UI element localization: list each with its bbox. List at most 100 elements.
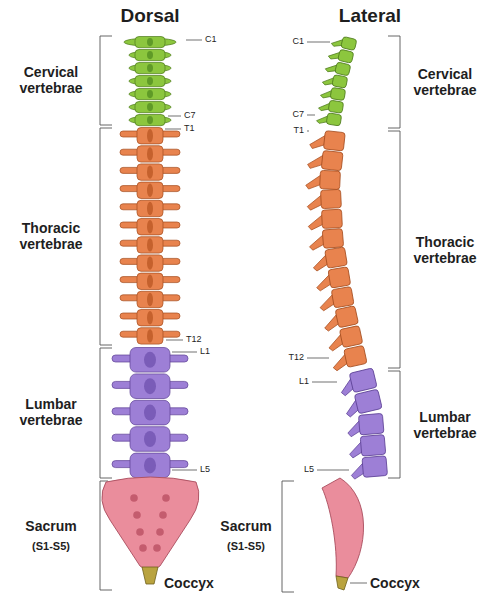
- vertebral-body: [137, 200, 163, 216]
- leader-line: [350, 583, 367, 584]
- region-bracket: [388, 36, 400, 128]
- segment-range: (S1-S5): [6, 540, 96, 552]
- region-bracket: [388, 371, 400, 478]
- vertebral-body: [135, 115, 165, 126]
- vertebral-body: [360, 435, 386, 457]
- spinous-process: [144, 405, 156, 421]
- sacrum-bone: [322, 478, 364, 578]
- spinous-process: [144, 431, 156, 447]
- spinous-process: [147, 147, 153, 160]
- vertebral-body: [341, 36, 357, 50]
- sacrum-bone: [102, 477, 199, 570]
- region-label: Thoracic vertebrae: [6, 220, 96, 252]
- vertebral-body: [358, 413, 384, 435]
- vertebral-body: [338, 49, 354, 63]
- leader-group: [165, 40, 367, 583]
- sacral-foramen: [162, 494, 170, 502]
- sacral-foramen: [153, 544, 161, 552]
- vertebra: [112, 374, 188, 399]
- vertebra: [120, 200, 180, 216]
- leader-line: [317, 470, 349, 471]
- vertebral-body: [137, 291, 163, 307]
- bracket-group: [100, 36, 400, 592]
- vertebral-body: [137, 310, 163, 326]
- vertebral-body: [325, 247, 348, 268]
- lateral-spine: [306, 34, 388, 590]
- spinous-process: [147, 311, 153, 324]
- vertebral-body: [323, 131, 345, 151]
- region-bracket: [388, 131, 400, 368]
- spinous-process: [147, 90, 153, 98]
- vertebral-body: [321, 150, 343, 170]
- vertebra: [309, 129, 345, 152]
- spinous-process: [147, 184, 153, 197]
- sacral-foramen: [139, 544, 147, 552]
- vertebra: [120, 273, 180, 289]
- vertebra-tick: L1: [200, 347, 224, 357]
- region-label: Lumbar vertebrae: [6, 396, 96, 428]
- spinous-process: [147, 77, 153, 85]
- vertebra-tick: T1: [184, 124, 208, 134]
- vertebra-tick: L5: [200, 465, 224, 475]
- vertebra: [350, 456, 388, 480]
- vertebra: [120, 164, 180, 180]
- vertebra: [129, 115, 171, 126]
- vertebra: [330, 345, 367, 371]
- coccyx-bone: [142, 567, 158, 584]
- leader-line: [307, 358, 329, 359]
- vertebral-body: [362, 456, 388, 478]
- vertebral-body: [137, 164, 163, 180]
- vertebra: [129, 63, 171, 74]
- vertebra: [343, 389, 383, 418]
- region-label: Cervical vertebrae: [6, 64, 96, 96]
- spinous-process: [147, 256, 153, 269]
- sacral-foramen: [130, 494, 138, 502]
- vertebral-body: [326, 113, 342, 126]
- spinous-process: [147, 238, 153, 251]
- vertebra-tick: C7: [280, 110, 304, 120]
- vertebra: [308, 209, 343, 230]
- vertebral-body: [130, 348, 170, 373]
- region-label: Thoracic vertebrae: [404, 234, 486, 266]
- vertebral-body: [130, 427, 170, 452]
- vertebral-body: [328, 100, 344, 113]
- spinous-process: [144, 378, 156, 394]
- vertebra: [120, 182, 180, 198]
- vertebral-body: [335, 62, 351, 76]
- vertebra: [306, 170, 341, 191]
- vertebral-body: [322, 228, 343, 248]
- spinous-process: [147, 275, 153, 288]
- vertebral-body: [137, 255, 163, 271]
- region-label: Coccyx: [164, 575, 228, 591]
- region-bracket: [100, 36, 112, 125]
- vertebra: [320, 86, 346, 101]
- vertebra: [120, 255, 180, 271]
- vertebra: [124, 37, 176, 48]
- spinous-process: [147, 220, 153, 233]
- vertebra: [322, 73, 348, 89]
- vertebra-tick: L5: [290, 465, 314, 475]
- vertebral-body: [137, 237, 163, 253]
- view-title: Lateral: [320, 6, 420, 27]
- spinous-process: [147, 329, 153, 342]
- vertebral-body: [339, 325, 362, 347]
- vertebral-body: [137, 146, 163, 162]
- vertebral-body: [322, 209, 343, 228]
- leader-line: [186, 40, 202, 41]
- vertebra-tick: L1: [285, 377, 309, 387]
- leader-line: [307, 42, 330, 43]
- leader-line: [166, 340, 183, 341]
- sacral-foramen: [156, 528, 164, 536]
- vertebra: [331, 34, 357, 51]
- vertebral-body: [335, 306, 358, 328]
- region-label: Cervical vertebrae: [404, 66, 486, 98]
- vertebra: [112, 400, 188, 425]
- vertebra: [129, 50, 171, 61]
- vertebral-body: [137, 219, 163, 235]
- vertebra: [307, 189, 342, 210]
- vertebra-tick: T1: [280, 126, 304, 136]
- vertebral-body: [135, 89, 165, 100]
- vertebra: [129, 89, 171, 100]
